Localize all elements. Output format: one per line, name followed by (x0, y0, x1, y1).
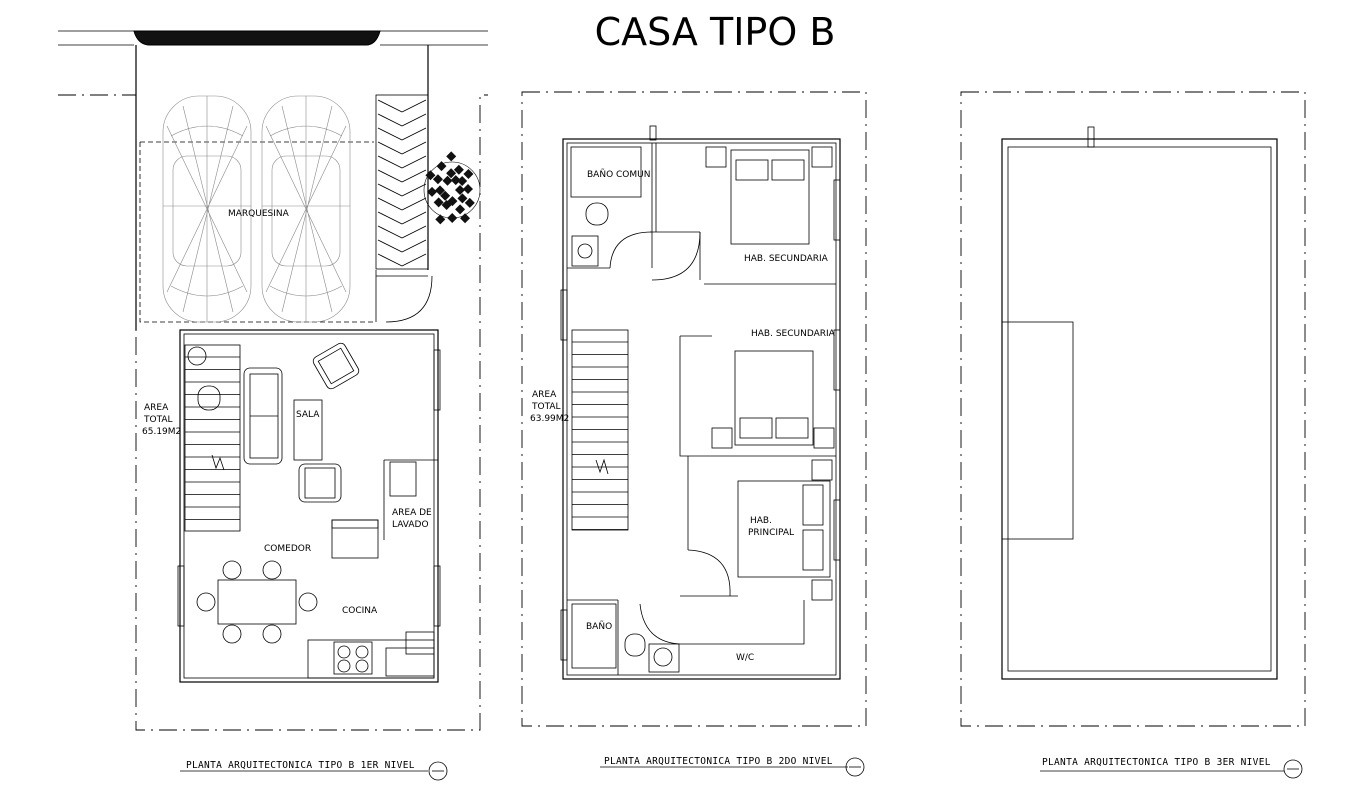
room-label-hab-principal-2: PRINCIPAL (748, 528, 794, 538)
area-value-l2: 63.99M2 (530, 414, 569, 424)
car-right-icon (261, 95, 351, 323)
room-label-sala: SALA (296, 410, 320, 420)
room-label-comedor: COMEDOR (264, 544, 311, 554)
room-label-bano-comun: BAÑO COMUN (587, 169, 650, 180)
level-3-plan (960, 91, 1306, 779)
area-label-1-l2: AREA (532, 390, 557, 400)
caption-level-1: PLANTA ARQUITECTONICA TIPO B 1ER NIVEL (186, 760, 415, 771)
room-label-bano: BAÑO (586, 621, 612, 632)
area-value: 65.19M2 (142, 427, 181, 437)
level-1-plan (58, 30, 488, 781)
room-label-wc: W/C (736, 653, 754, 663)
room-label-area-lavado-2: LAVADO (392, 520, 429, 530)
area-label-1: AREA (144, 403, 169, 413)
room-label-cocina: COCINA (342, 606, 378, 616)
room-label-area-lavado-1: AREA DE (392, 508, 432, 518)
drawing-title: CASA TIPO B (594, 10, 836, 54)
room-label-marquesina: MARQUESINA (228, 209, 290, 219)
car-left-icon (162, 95, 252, 323)
area-label-2: TOTAL (143, 415, 173, 425)
room-label-hab-principal-1: HAB. (750, 516, 772, 526)
area-label-2-l2: TOTAL (531, 402, 561, 412)
level-2-plan (521, 91, 867, 777)
caption-level-2: PLANTA ARQUITECTONICA TIPO B 2DO NIVEL (604, 756, 833, 767)
room-label-hab-secundaria-1: HAB. SECUNDARIA (744, 254, 829, 264)
plant-icon (423, 151, 481, 225)
room-label-hab-secundaria-2: HAB. SECUNDARIA (751, 329, 836, 339)
caption-level-3: PLANTA ARQUITECTONICA TIPO B 3ER NIVEL (1042, 757, 1271, 768)
